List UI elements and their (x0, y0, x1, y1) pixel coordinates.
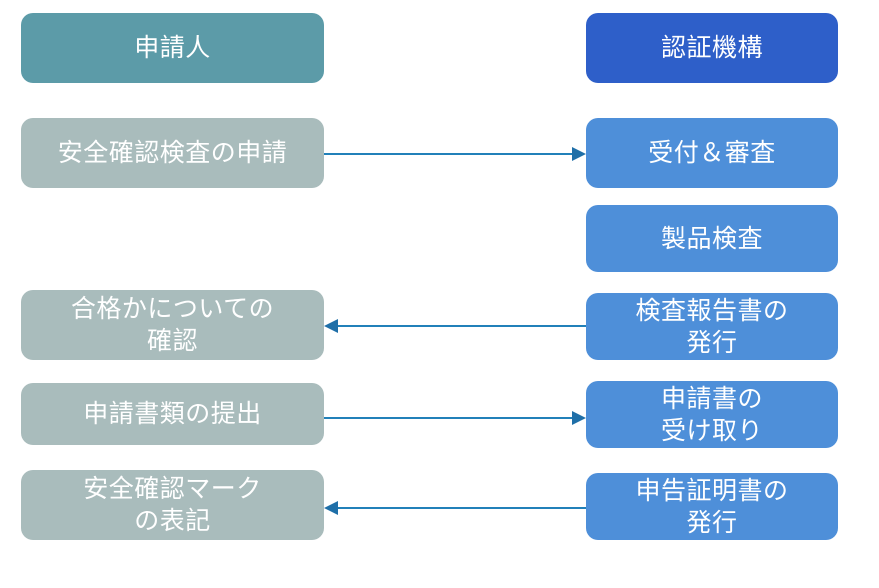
node-applicant-header[interactable]: 申請人 (21, 13, 324, 83)
arrow-head-left (324, 501, 338, 515)
node-reception-and-review[interactable]: 受付＆審査 (586, 118, 838, 188)
arrow-head-right (572, 411, 586, 425)
node-issue-inspection-report[interactable]: 検査報告書の 発行 (586, 293, 838, 360)
arrow-line (324, 153, 574, 155)
node-pass-confirmation[interactable]: 合格かについての 確認 (21, 290, 324, 360)
node-product-inspection[interactable]: 製品検査 (586, 205, 838, 272)
arrow-head-left (324, 319, 338, 333)
node-safety-inspection-application[interactable]: 安全確認検査の申請 (21, 118, 324, 188)
node-issue-declaration-certificate[interactable]: 申告証明書の 発行 (586, 473, 838, 540)
arrow-head-right (572, 147, 586, 161)
arrow-line (324, 417, 574, 419)
node-certification-body-header[interactable]: 認証機構 (586, 13, 838, 83)
node-receive-application-form[interactable]: 申請書の 受け取り (586, 381, 838, 448)
arrow-line (336, 507, 586, 509)
node-safety-mark-labeling[interactable]: 安全確認マーク の表記 (21, 470, 324, 540)
node-submit-documents[interactable]: 申請書類の提出 (21, 383, 324, 445)
arrow-line (336, 325, 586, 327)
